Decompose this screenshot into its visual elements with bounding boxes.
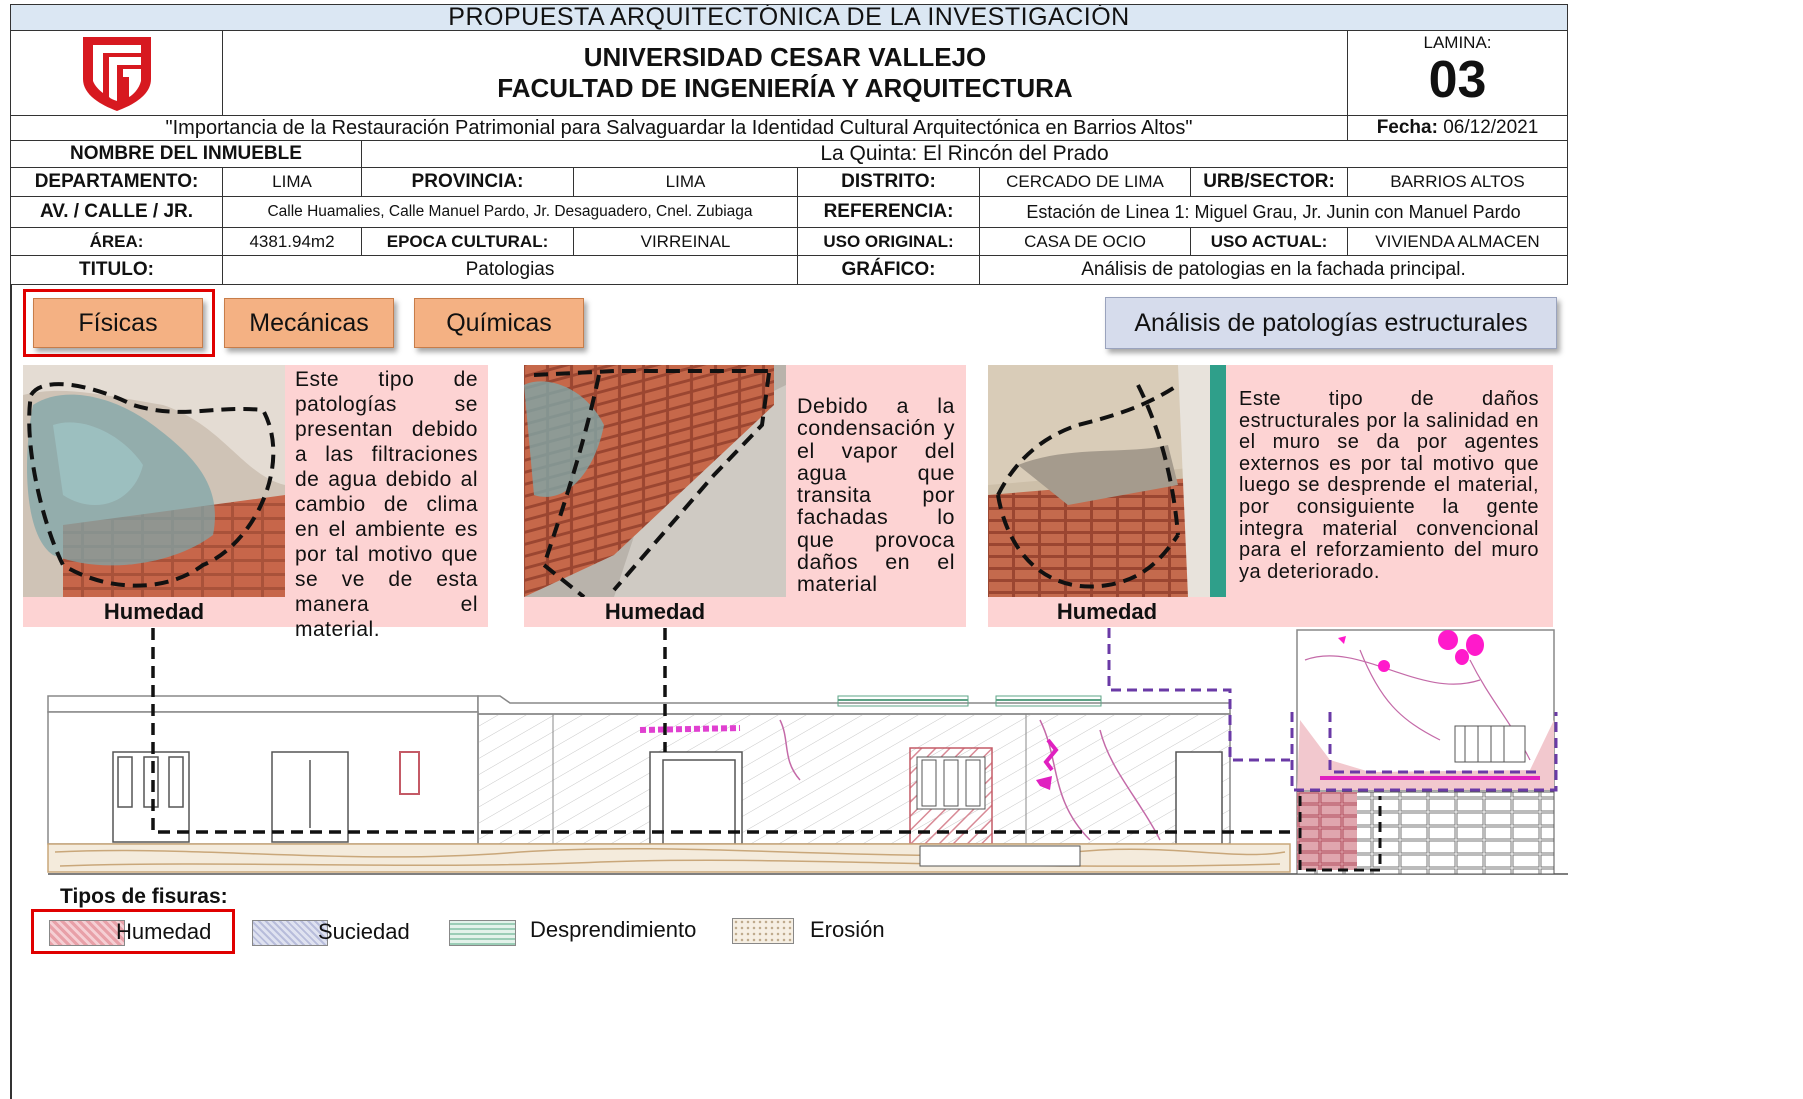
titulo-label: TITULO:: [10, 255, 223, 285]
card-2-text: Debido a la condensación y el vapor del …: [797, 394, 955, 597]
grafico-label: GRÁFICO:: [797, 255, 980, 285]
lamina-cell: LAMINA: 03: [1347, 30, 1568, 116]
card-3-caption: Humedad: [1056, 599, 1158, 624]
humedad-photo-2: [524, 365, 786, 597]
provincia-value: LIMA: [573, 167, 798, 197]
ucv-logo: [82, 37, 151, 111]
distrito-value: CERCADO DE LIMA: [979, 167, 1191, 197]
uso-original-label: USO ORIGINAL:: [797, 227, 980, 256]
calle-value: Calle Huamalies, Calle Manuel Pardo, Jr.…: [222, 196, 798, 228]
fecha-cell: Fecha: 06/12/2021: [1347, 115, 1568, 141]
lamina-number: 03: [1428, 51, 1487, 109]
tab-mecanicas[interactable]: Mecánicas: [224, 298, 394, 348]
distrito-label: DISTRITO:: [797, 167, 980, 197]
page-left-border: [10, 284, 12, 1099]
legend-suciedad-swatch: [252, 920, 328, 946]
card-1-text: Este tipo de patologías se presentan deb…: [295, 368, 478, 641]
facade-elevation-drawing: [47, 628, 1568, 875]
tab-fisicas-selected-frame: [23, 289, 215, 357]
card-3-photo-strip: [1210, 365, 1226, 597]
legend-erosion-label[interactable]: Erosión: [810, 917, 885, 942]
uso-original-value: CASA DE OCIO: [979, 227, 1191, 256]
referencia-label: REFERENCIA:: [797, 196, 980, 228]
departamento-label: DEPARTAMENTO:: [10, 167, 223, 197]
titulo-value: Patologias: [222, 255, 798, 285]
area-value: 4381.94m2: [222, 227, 362, 256]
faculty-name: FACULTAD DE INGENIERÍA Y ARQUITECTURA: [497, 73, 1073, 103]
uso-actual-label: USO ACTUAL:: [1190, 227, 1348, 256]
legend-desprendimiento-label[interactable]: Desprendimiento: [530, 917, 697, 942]
referencia-value: Estación de Linea 1: Miguel Grau, Jr. Ju…: [979, 196, 1568, 228]
university-cell: UNIVERSIDAD CESAR VALLEJO FACULTAD DE IN…: [222, 30, 1348, 116]
top-title: PROPUESTA ARQUITECTÓNICA DE LA INVESTIGA…: [448, 4, 1130, 31]
epoca-label: EPOCA CULTURAL:: [361, 227, 574, 256]
thesis-title-cell: "Importancia de la Restauración Patrimon…: [10, 115, 1348, 141]
legend-erosion-swatch: [732, 918, 794, 944]
tab-fisicas[interactable]: Físicas: [33, 298, 203, 348]
legend-suciedad-label[interactable]: Suciedad: [318, 919, 410, 944]
humedad-photo-3: [988, 365, 1226, 597]
legend-humedad-swatch: [49, 920, 125, 946]
urb-value: BARRIOS ALTOS: [1347, 167, 1568, 197]
pathology-card-2: Humedad Debido a la condensación y el va…: [524, 365, 966, 627]
thesis-title: "Importancia de la Restauración Patrimon…: [165, 116, 1193, 139]
fecha-label: Fecha:: [1376, 117, 1438, 138]
nombre-value: La Quinta: El Rincón del Prado: [361, 140, 1568, 168]
card-2-caption: Humedad: [604, 599, 706, 624]
grafico-value: Análisis de patologias en la fachada pri…: [979, 255, 1568, 285]
card-1-caption: Humedad: [103, 599, 205, 624]
area-label: ÁREA:: [10, 227, 223, 256]
lamina-label: LAMINA:: [1423, 33, 1492, 52]
legend-title: Tipos de fisuras:: [60, 885, 228, 908]
pathology-card-1: Humedad Este tipo de patologías se prese…: [23, 365, 488, 641]
university-name: UNIVERSIDAD CESAR VALLEJO: [583, 42, 987, 72]
legend-humedad-selected-frame: [31, 909, 235, 954]
legend-desprendimiento-swatch: [449, 920, 516, 946]
departamento-value: LIMA: [222, 167, 362, 197]
legend-humedad-label[interactable]: Humedad: [116, 919, 212, 944]
logo-cell: [10, 30, 223, 116]
epoca-value: VIRREINAL: [573, 227, 798, 256]
provincia-label: PROVINCIA:: [361, 167, 574, 197]
pathology-card-3: Humedad Este tipo de daños estructurales…: [988, 365, 1553, 627]
top-title-bar: PROPUESTA ARQUITECTÓNICA DE LA INVESTIGA…: [10, 4, 1568, 31]
nombre-label: NOMBRE DEL INMUEBLE: [10, 140, 362, 168]
urb-label: URB/SECTOR:: [1190, 167, 1348, 197]
humedad-photo-1: [23, 365, 285, 597]
calle-label: AV. / CALLE / JR.: [10, 196, 223, 228]
fecha-value: 06/12/2021: [1443, 117, 1539, 138]
tab-quimicas[interactable]: Químicas: [414, 298, 584, 348]
card-3-text: Este tipo de daños estructurales por la …: [1239, 388, 1539, 583]
uso-actual-value: VIVIENDA ALMACEN: [1347, 227, 1568, 256]
tab-analisis-estructural[interactable]: Análisis de patologías estructurales: [1105, 297, 1557, 349]
